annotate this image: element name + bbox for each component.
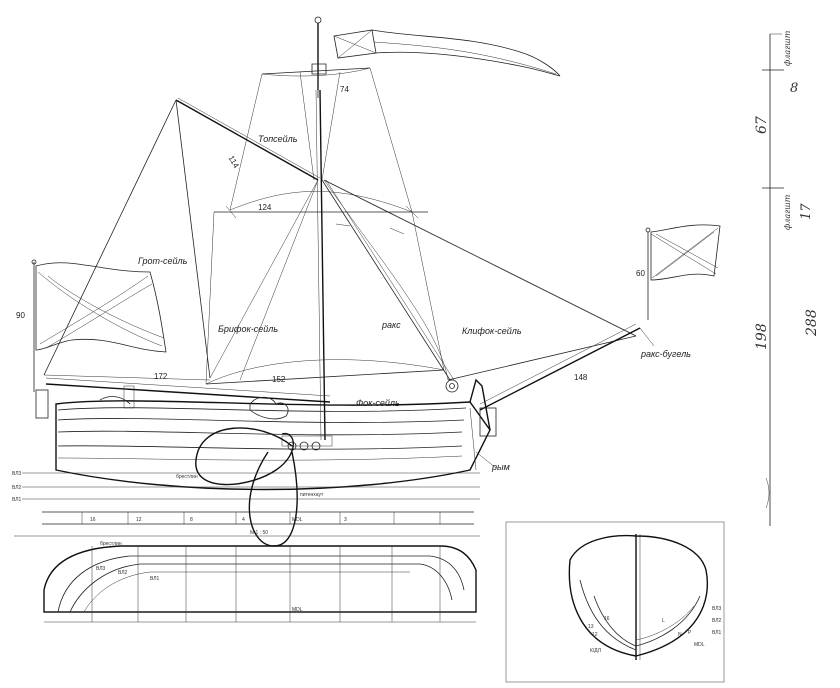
dim-172: 172 [154, 372, 168, 381]
masthead-pennant [333, 29, 561, 77]
mainsail: Грот-сейль Брифок-сейль [43, 99, 319, 381]
height-scale: флагшт 8 67 флагшт 17 198 288 [754, 30, 820, 526]
label-rax: ракс [381, 320, 401, 330]
dim-60: 60 [636, 269, 645, 278]
dim-8: 8 [790, 81, 798, 96]
frame-mdl: MDL [292, 517, 303, 523]
plan-wl3: ВЛ3 [96, 566, 106, 572]
dim-124: 124 [258, 203, 272, 212]
scale-note: М 1 : 50 [250, 530, 268, 536]
plan-mdl: MDL [292, 607, 303, 613]
body-plan[interactable]: 13 16 12 L N P MDL К/ДЛ ВЛ3 ВЛ2 ВЛ1 [505, 521, 725, 683]
body-12: 12 [592, 632, 598, 638]
keel-baseline: 16 12 8 4 MDL 3 М 1 : 50 ВЛ3 ВЛ2 ВЛ1 [12, 471, 480, 537]
dim-74: 74 [340, 85, 349, 94]
bowsprit: 148 ракс-бугель [479, 323, 691, 411]
label-pitenkhaut: питенхаут [300, 492, 324, 498]
wl3-left: ВЛ3 [12, 471, 22, 477]
frame-12: 12 [136, 517, 142, 523]
label-rym: рым [491, 462, 510, 472]
bow-flag: 60 [636, 224, 721, 320]
label-foresail: Фок-сейль [356, 398, 400, 408]
boom: 172 [45, 372, 331, 403]
scale-mid-label: флагшт [783, 194, 792, 230]
sprit-pole: 114 [175, 97, 321, 181]
rax-track: ракс [321, 179, 455, 381]
body-p: P [688, 630, 692, 636]
body-13: 13 [588, 624, 594, 630]
label-brestlin: брестлин [176, 474, 198, 480]
dim-152: 152 [272, 375, 286, 384]
body-l: L [662, 618, 665, 624]
plan-wl2: ВЛ2 [118, 570, 128, 576]
dim-198: 198 [754, 323, 770, 350]
jib: Клифок-сейль [323, 179, 637, 381]
body-bl2: ВЛ2 [712, 618, 722, 624]
body-kdl: К/ДЛ [590, 648, 601, 654]
foresail: 152 Фок-сейль [205, 211, 445, 408]
plan-wl1: ВЛ1 [150, 576, 160, 582]
body-bl1: ВЛ1 [712, 630, 722, 636]
dim-288: 288 [804, 309, 820, 337]
frame-16: 16 [90, 517, 96, 523]
frame-4: 4 [242, 517, 245, 523]
label-jib: Клифок-сейль [462, 326, 522, 336]
body-16: 16 [604, 616, 610, 622]
label-rax-bugel: ракс-бугель [640, 349, 691, 359]
label-forestaysail: Брифок-сейль [218, 324, 278, 334]
stern-flag: 90 [16, 259, 167, 392]
dim-17: 17 [799, 203, 814, 220]
dim-90: 90 [16, 311, 25, 320]
main-mast: 74 [311, 16, 349, 441]
wl1-left: ВЛ1 [12, 497, 22, 503]
dim-148: 148 [574, 373, 588, 382]
wl2-left: ВЛ2 [12, 485, 22, 491]
scale-top-label: флагшт [783, 30, 792, 66]
label-mainsail: Грот-сейль [138, 256, 188, 266]
topsail: Топсейль [229, 67, 413, 213]
frame-8: 8 [190, 517, 193, 523]
dim-114: 114 [227, 154, 241, 170]
frame-3: 3 [344, 517, 347, 523]
half-breadth-plan: брестлин ВЛ3 ВЛ2 ВЛ1 MDL [43, 541, 477, 623]
body-bl3: ВЛ3 [712, 606, 722, 612]
body-mdl: MDL [694, 642, 705, 648]
body-plan-frame [505, 521, 725, 683]
label-topsail: Топсейль [258, 134, 298, 144]
dim-67: 67 [754, 116, 770, 134]
body-n: N [678, 632, 682, 638]
label-brestlin-plan: брестлин [100, 541, 122, 547]
hull-profile: рым [35, 378, 510, 491]
